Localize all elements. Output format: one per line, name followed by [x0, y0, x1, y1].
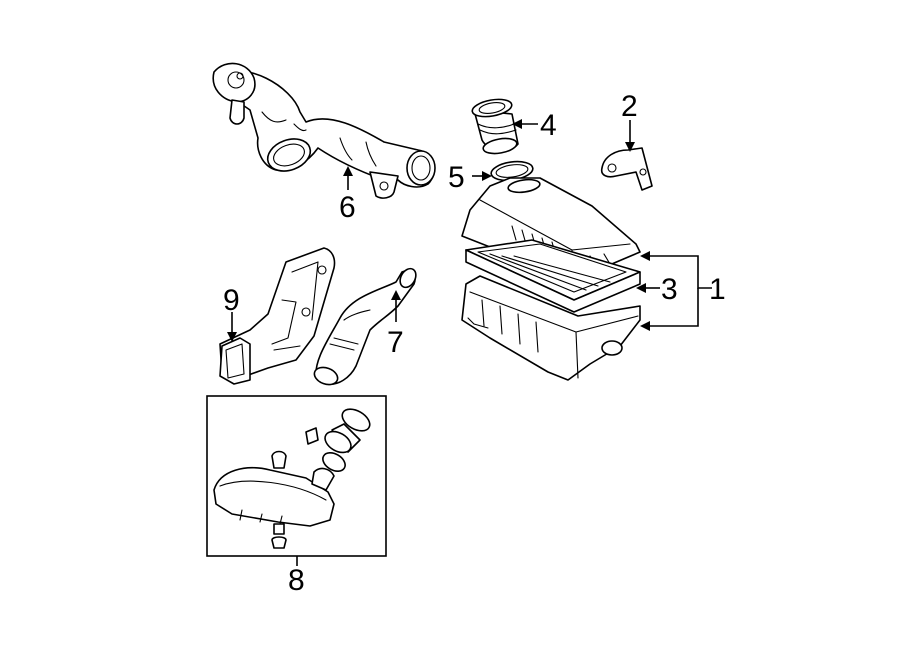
callout-8: 8: [288, 564, 305, 597]
callout-2: 2: [621, 90, 638, 123]
callout-1: 1: [709, 273, 726, 306]
part-8-resonator-assembly[interactable]: [213, 405, 373, 549]
callout-3: 3: [661, 273, 678, 306]
callout-5: 5: [448, 161, 465, 194]
part-2-bracket[interactable]: [600, 147, 653, 191]
part-4-air-flow-coupler[interactable]: [471, 97, 519, 156]
callout-6: 6: [339, 191, 356, 224]
part-6-intake-hose[interactable]: [212, 62, 436, 199]
callout-9: 9: [223, 284, 240, 317]
part-3-filter-element[interactable]: [465, 239, 641, 313]
callout-labels: 1 2 3 4 5 6 7 8 9: [223, 90, 726, 597]
part-1-air-cleaner-base[interactable]: [461, 275, 641, 381]
part-7-intake-tube[interactable]: [312, 266, 419, 388]
leader-lines: [227, 119, 712, 566]
callout-7: 7: [387, 326, 404, 359]
callout-4: 4: [540, 109, 557, 142]
part-9-air-duct[interactable]: [219, 247, 336, 385]
